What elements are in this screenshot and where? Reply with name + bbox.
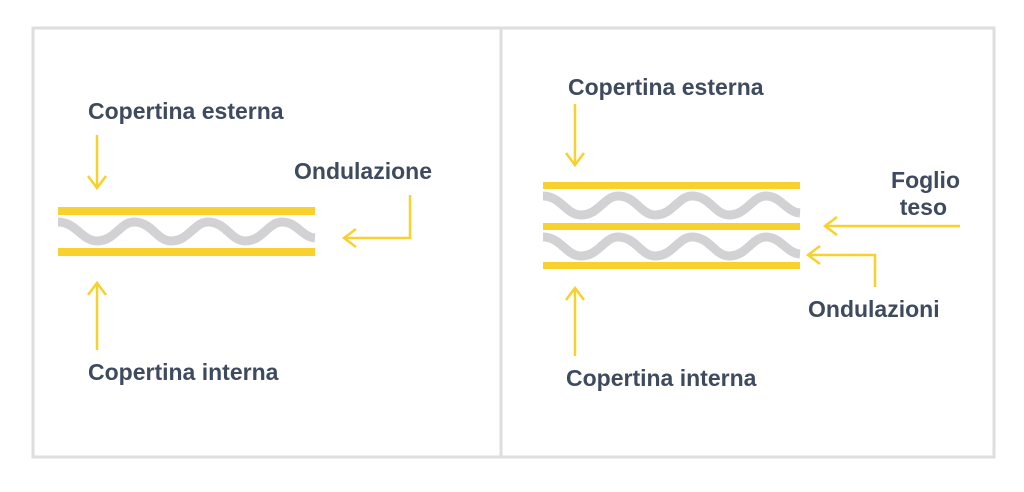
label-inner-liner: Copertina interna bbox=[88, 359, 279, 385]
inner-liner bbox=[543, 262, 800, 269]
double-wall-panel: Copertina esterna Foglio teso Ondulazion… bbox=[542, 74, 960, 391]
label-outer-liner: Copertina esterna bbox=[88, 98, 284, 124]
label-flute: Ondulazione bbox=[294, 158, 432, 184]
arrow-icon bbox=[565, 104, 960, 356]
middle-liner bbox=[543, 223, 800, 230]
outer-liner bbox=[58, 207, 315, 215]
inner-liner bbox=[58, 248, 315, 256]
flute-wave-upper bbox=[542, 191, 801, 220]
single-wall-panel: Copertina esterna Ondulazione Copertina … bbox=[57, 98, 432, 385]
flute-wave-lower bbox=[542, 232, 801, 261]
label-outer-liner: Copertina esterna bbox=[568, 74, 764, 100]
label-liner-line2: teso bbox=[900, 194, 947, 220]
flute-wave bbox=[57, 217, 316, 246]
label-liner-line1: Foglio bbox=[891, 167, 960, 193]
label-inner-liner: Copertina interna bbox=[566, 365, 757, 391]
label-flutes: Ondulazioni bbox=[808, 296, 940, 322]
outer-frame bbox=[31, 26, 996, 459]
outer-liner bbox=[543, 182, 800, 189]
arrow-icon bbox=[87, 135, 412, 350]
